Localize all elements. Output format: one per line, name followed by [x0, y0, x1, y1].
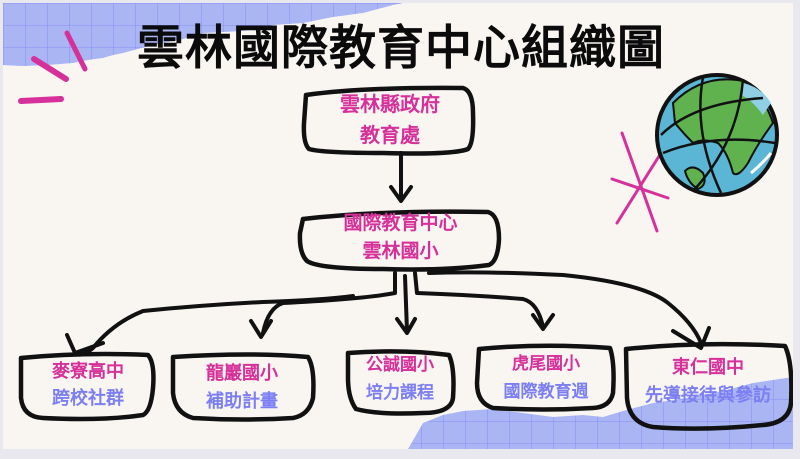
- node-outline-child-5: [623, 341, 793, 431]
- arrow-head-child-3: [395, 317, 417, 335]
- arrow-head-child-4: [531, 313, 555, 331]
- chart-title: 雲林國際教育中心組織圖: [137, 21, 665, 76]
- child-school: 公誠國小: [366, 355, 434, 375]
- arrow-to-child-4: [413, 271, 545, 329]
- arrow-to-child-2: [261, 271, 397, 335]
- arrow-to-child-3: [403, 274, 409, 333]
- node-child-dongren: 東仁國中 先導接待與參訪: [623, 354, 793, 410]
- arrow-to-child-1: [73, 294, 355, 357]
- node-outline-child-1: [18, 351, 156, 422]
- node-top-line2: 教育處: [360, 123, 420, 147]
- node-outline-child-2: [170, 352, 316, 422]
- child-school: 東仁國中: [672, 357, 744, 378]
- child-role: 跨校社群: [52, 388, 124, 409]
- node-child-gongcheng: 公誠國小 培力課程: [348, 351, 452, 407]
- node-child-mailiao: 麥寮高中 跨校社群: [23, 358, 153, 412]
- node-international-education-center: 國際教育中心 雲林國小: [303, 209, 498, 265]
- globe-icon: [655, 73, 779, 197]
- node-county-education-dept: 雲林縣政府 教育處: [308, 89, 472, 151]
- org-chart-canvas: 雲林國際教育中心組織圖 雲林縣政府 教育處 國際教育中心 雲林國小 麥寮高中 跨…: [3, 3, 793, 449]
- arrow-head-top: [389, 185, 413, 203]
- arrow-head-child-5: [671, 326, 711, 350]
- child-role: 補助計畫: [206, 391, 278, 412]
- node-outline-child-4: [474, 343, 616, 412]
- child-school: 虎尾國小: [512, 354, 580, 374]
- arrow-to-child-5: [427, 270, 703, 345]
- child-role: 國際教育週: [503, 382, 589, 402]
- node-outline-top: [301, 85, 476, 156]
- child-school: 麥寮高中: [52, 361, 124, 382]
- arrow-head-child-2: [249, 319, 273, 339]
- sparkle-lines: [18, 30, 88, 104]
- child-school: 龍巖國小: [206, 363, 278, 384]
- node-outline-center: [297, 209, 502, 272]
- node-center-line2: 雲林國小: [362, 240, 439, 262]
- node-child-huwei: 虎尾國小 國際教育週: [479, 350, 613, 406]
- node-top-line1: 雲林縣政府: [340, 92, 440, 116]
- arrow-head-child-1: [65, 333, 105, 355]
- grid-paper-top-left-edge: [3, 3, 403, 66]
- node-outline-child-3: [345, 349, 456, 416]
- node-center-line1: 國際教育中心: [343, 212, 458, 234]
- asterisk-star-icon: [610, 131, 670, 233]
- node-child-longyan: 龍巖國小 補助計畫: [175, 360, 309, 416]
- diagram-artwork: [3, 3, 793, 449]
- child-role: 先導接待與參訪: [645, 385, 771, 406]
- child-role: 培力課程: [366, 383, 434, 403]
- grid-paper-bottom-right: [408, 377, 793, 449]
